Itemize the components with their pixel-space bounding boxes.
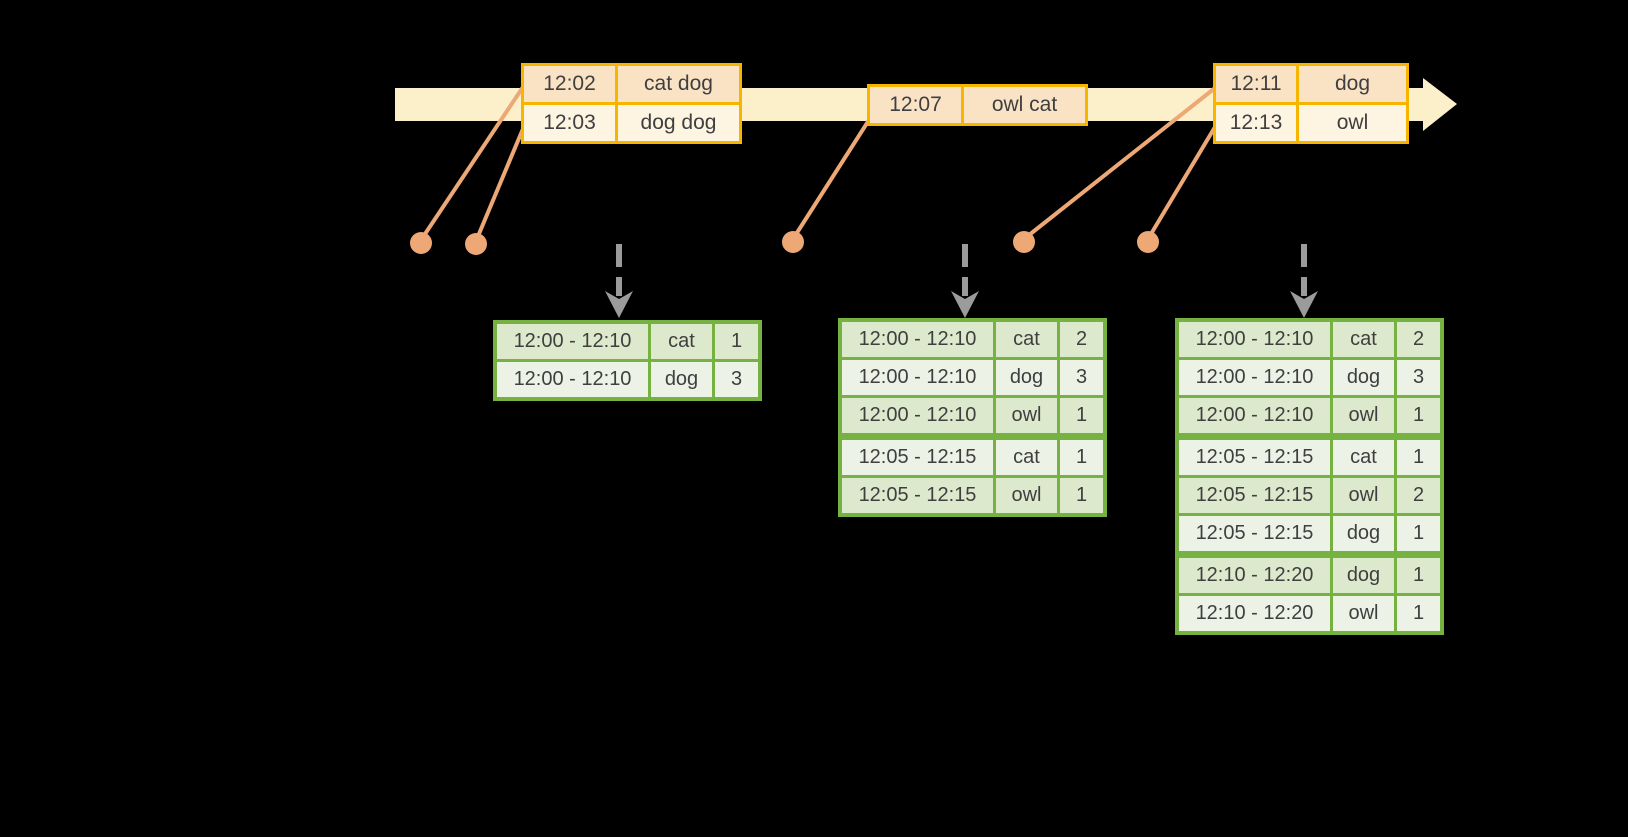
result-count-cell: 3 bbox=[1057, 357, 1107, 398]
result-count-cell: 1 bbox=[712, 320, 762, 362]
result-word-cell: dog bbox=[1330, 357, 1397, 398]
trigger-arrow bbox=[1290, 244, 1318, 318]
event-time-cell: 12:02 bbox=[521, 63, 618, 105]
event-dot bbox=[465, 233, 487, 255]
result-window-cell: 12:00 - 12:10 bbox=[493, 359, 651, 401]
result-word-cell: cat bbox=[1330, 433, 1397, 478]
result-window-cell: 12:00 - 12:10 bbox=[1175, 395, 1333, 438]
result-word-cell: owl bbox=[1330, 475, 1397, 516]
result-window-cell: 12:00 - 12:10 bbox=[838, 357, 996, 398]
result-window-cell: 12:00 - 12:10 bbox=[493, 320, 651, 362]
result-word-cell: owl bbox=[993, 475, 1060, 517]
result-word-cell: dog bbox=[1330, 513, 1397, 556]
trigger-arrowhead-icon bbox=[605, 291, 633, 318]
result-word-cell: cat bbox=[1330, 318, 1397, 360]
event-dot bbox=[1013, 231, 1035, 253]
result-word-cell: dog bbox=[1330, 551, 1397, 596]
result-word-cell: cat bbox=[993, 318, 1060, 360]
event-words-cell: dog dog bbox=[615, 102, 742, 144]
result-count-cell: 2 bbox=[1394, 318, 1444, 360]
trigger-arrow bbox=[951, 244, 979, 318]
result-window-cell: 12:10 - 12:20 bbox=[1175, 551, 1333, 596]
result-count-cell: 1 bbox=[1394, 513, 1444, 556]
event-dot bbox=[410, 232, 432, 254]
result-word-cell: dog bbox=[993, 357, 1060, 398]
trigger-arrow bbox=[605, 244, 633, 318]
event-time-cell: 12:03 bbox=[521, 102, 618, 144]
result-count-cell: 1 bbox=[1394, 433, 1444, 478]
trigger-arrowhead-icon bbox=[951, 291, 979, 318]
result-window-cell: 12:05 - 12:15 bbox=[838, 433, 996, 478]
event-dot bbox=[782, 231, 804, 253]
result-window-cell: 12:00 - 12:10 bbox=[838, 318, 996, 360]
result-word-cell: cat bbox=[993, 433, 1060, 478]
result-count-cell: 3 bbox=[712, 359, 762, 401]
event-time-cell: 12:11 bbox=[1213, 63, 1299, 105]
result-window-cell: 12:05 - 12:15 bbox=[1175, 475, 1333, 516]
result-count-cell: 1 bbox=[1057, 395, 1107, 438]
result-word-cell: owl bbox=[993, 395, 1060, 438]
result-window-cell: 12:10 - 12:20 bbox=[1175, 593, 1333, 635]
event-words-cell: owl cat bbox=[961, 84, 1088, 126]
event-time-cell: 12:13 bbox=[1213, 102, 1299, 144]
result-window-cell: 12:00 - 12:10 bbox=[1175, 318, 1333, 360]
result-count-cell: 1 bbox=[1057, 433, 1107, 478]
connector-lines bbox=[419, 85, 1217, 243]
result-count-cell: 2 bbox=[1057, 318, 1107, 360]
result-window-cell: 12:00 - 12:10 bbox=[838, 395, 996, 438]
result-count-cell: 1 bbox=[1394, 593, 1444, 635]
connector-line bbox=[419, 85, 525, 242]
event-words-cell: cat dog bbox=[615, 63, 742, 105]
event-time-cell: 12:07 bbox=[867, 84, 964, 126]
result-word-cell: owl bbox=[1330, 395, 1397, 438]
result-count-cell: 1 bbox=[1394, 395, 1444, 438]
connector-line bbox=[1146, 125, 1217, 241]
result-word-cell: owl bbox=[1330, 593, 1397, 635]
event-dot bbox=[1137, 231, 1159, 253]
result-window-cell: 12:05 - 12:15 bbox=[1175, 513, 1333, 556]
connector-line bbox=[1022, 86, 1217, 241]
result-count-cell: 3 bbox=[1394, 357, 1444, 398]
result-word-cell: cat bbox=[648, 320, 715, 362]
result-count-cell: 2 bbox=[1394, 475, 1444, 516]
result-window-cell: 12:05 - 12:15 bbox=[838, 475, 996, 517]
event-words-cell: dog bbox=[1296, 63, 1409, 105]
result-window-cell: 12:00 - 12:10 bbox=[1175, 357, 1333, 398]
result-count-cell: 1 bbox=[1057, 475, 1107, 517]
event-dots bbox=[410, 231, 1159, 255]
connector-line bbox=[474, 122, 527, 243]
connector-line bbox=[791, 118, 871, 241]
trigger-arrowhead-icon bbox=[1290, 291, 1318, 318]
event-words-cell: owl bbox=[1296, 102, 1409, 144]
result-window-cell: 12:05 - 12:15 bbox=[1175, 433, 1333, 478]
result-count-cell: 1 bbox=[1394, 551, 1444, 596]
result-word-cell: dog bbox=[648, 359, 715, 401]
